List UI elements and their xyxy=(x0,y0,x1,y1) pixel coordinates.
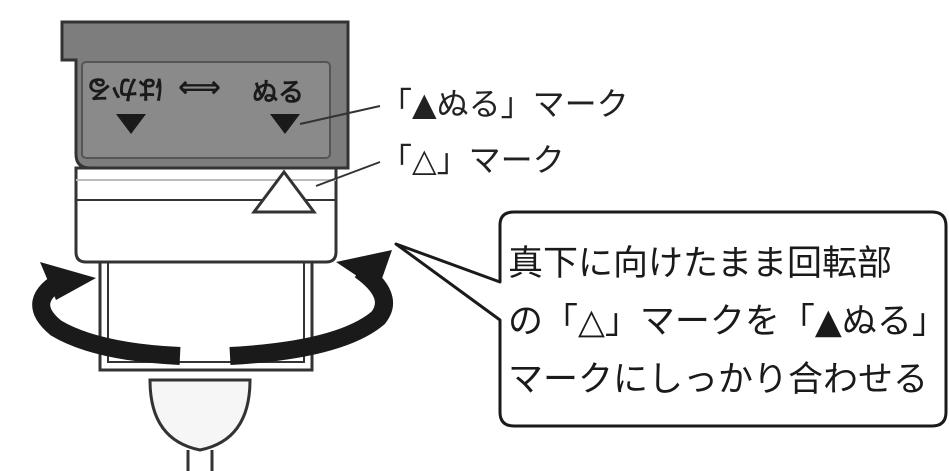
rotation-arrow-right xyxy=(229,262,393,365)
applicator-tip xyxy=(148,378,252,452)
cap-right-label: ぬる xyxy=(252,78,305,108)
speech-bubble xyxy=(394,210,948,428)
bubble-text: 真下に向けたまま回転部 の「△」マークを「▲ぬる」 マークにしっかり合わせる xyxy=(508,235,948,409)
lower-frame-inner xyxy=(107,261,305,363)
cap-label-panel xyxy=(81,61,331,159)
bubble-line: の「△」マークを「▲ぬる」 xyxy=(508,302,947,342)
rotation-arrowhead-left xyxy=(40,262,96,300)
cap-left-label: はかる xyxy=(86,73,165,103)
leader-line-outline xyxy=(315,161,381,187)
rotation-arrowhead-right xyxy=(336,250,392,290)
filled-mark-callout: 「▲ぬる」マーク xyxy=(380,85,629,123)
cap-double-arrow: ⟺ xyxy=(178,70,222,105)
outline-mark-callout: 「△」マーク xyxy=(380,141,565,179)
cap-right-triangle xyxy=(270,114,300,134)
outline-triangle-mark xyxy=(251,169,317,214)
leader-line-filled xyxy=(299,105,381,125)
rotation-arrow-left xyxy=(32,269,181,365)
bubble-line: マークにしっかり合わせる xyxy=(508,360,929,400)
bubble-line: 真下に向けたまま回転部 xyxy=(508,244,892,284)
cap-left-triangle xyxy=(116,114,146,134)
device-body xyxy=(74,166,338,264)
